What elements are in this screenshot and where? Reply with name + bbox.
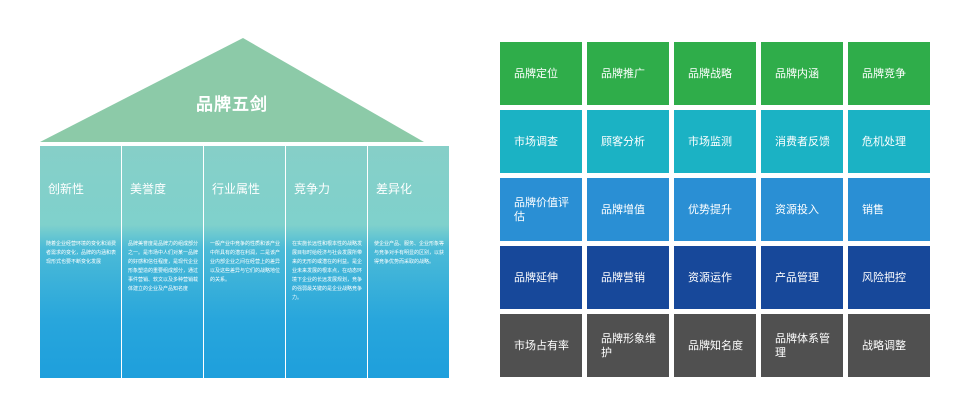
grid-cell: 品牌体系管理 — [761, 314, 843, 377]
grid-cell: 品牌竞争 — [848, 42, 930, 105]
pillar-title: 竞争力 — [294, 182, 331, 196]
grid-cell-label: 市场占有率 — [514, 338, 569, 352]
pillar-title: 美誉度 — [130, 182, 167, 196]
grid-cell-label: 销售 — [862, 202, 884, 216]
grid-cell-label: 品牌形象维护 — [601, 331, 656, 359]
grid-cell-label: 品牌增值 — [601, 202, 645, 216]
grid-cell-label: 优势提升 — [688, 202, 732, 216]
pillar-description: 在实施长远性和根本性的战略发展目标时给经济与社会发展所带来的无形的或潜在的利益。… — [292, 241, 363, 301]
grid-cell-label: 品牌竞争 — [862, 66, 906, 80]
pillar: 美誉度品牌美誉度是品牌力的组成部分之一。是市场中人们对某一品牌的好感和信任程度，… — [122, 146, 203, 378]
grid-cell: 资源运作 — [674, 246, 756, 309]
grid-cell: 品牌形象维护 — [587, 314, 669, 377]
grid-cell: 品牌定位 — [500, 42, 582, 105]
grid-cell: 危机处理 — [848, 110, 930, 173]
grid-cell-label: 品牌体系管理 — [775, 331, 830, 359]
pillar: 差异化使企业产品、服务、企业形象等与竞争对手有明显的区别，以获得竞争优势而采取的… — [368, 146, 449, 378]
grid-cell-label: 危机处理 — [862, 134, 906, 148]
pillar: 竞争力在实施长远性和根本性的战略发展目标时给经济与社会发展所带来的无形的或潜在的… — [286, 146, 367, 378]
grid-cell-label: 风险把控 — [862, 270, 906, 284]
grid-cell-label: 战略调整 — [862, 338, 906, 352]
brand-house-diagram: 品牌五剑 创新性随着企业经营环境的变化和消费者需求的变化，品牌的内涵和表现形式也… — [0, 0, 480, 420]
house-title: 品牌五剑 — [196, 95, 268, 115]
pillar-title: 创新性 — [48, 182, 85, 196]
grid-cell-label: 品牌战略 — [688, 66, 732, 80]
grid-cell-label: 品牌定位 — [514, 66, 558, 80]
grid-cell: 优势提升 — [674, 178, 756, 241]
grid-cell-label: 品牌内涵 — [775, 66, 819, 80]
grid-cell: 品牌内涵 — [761, 42, 843, 105]
grid-cell-label: 市场调查 — [514, 134, 558, 148]
pillar: 行业属性一般产业中竞争的性质和该产业中所具有的潜在利润，二是该产业内部企业之间在… — [204, 146, 285, 378]
grid-cell-label: 资源运作 — [688, 270, 732, 284]
pillar-title: 行业属性 — [212, 182, 261, 196]
pillar-description: 品牌美誉度是品牌力的组成部分之一。是市场中人们对某一品牌的好感和信任程度，是现代… — [128, 241, 199, 292]
grid-cell: 品牌营销 — [587, 246, 669, 309]
pillar-description: 随着企业经营环境的变化和消费者需求的变化，品牌的内涵和表现形式也要不断变化发展 — [46, 241, 117, 265]
pillar: 创新性随着企业经营环境的变化和消费者需求的变化，品牌的内涵和表现形式也要不断变化… — [40, 146, 121, 378]
grid-cell: 资源投入 — [761, 178, 843, 241]
grid-cell: 产品管理 — [761, 246, 843, 309]
grid-cell-label: 品牌营销 — [601, 270, 645, 284]
grid-cell: 消费者反馈 — [761, 110, 843, 173]
grid-cell-label: 市场监测 — [688, 134, 732, 148]
grid-cell: 品牌推广 — [587, 42, 669, 105]
grid-cell: 品牌价值评估 — [500, 178, 582, 241]
grid-cell-label: 品牌延伸 — [514, 270, 558, 284]
grid-cell: 品牌战略 — [674, 42, 756, 105]
grid-cell: 品牌延伸 — [500, 246, 582, 309]
grid-cell-label: 品牌推广 — [601, 66, 645, 80]
grid-cell-label: 品牌价值评估 — [514, 195, 569, 223]
grid-cell: 市场调查 — [500, 110, 582, 173]
grid-cell: 品牌增值 — [587, 178, 669, 241]
grid-cell: 顾客分析 — [587, 110, 669, 173]
pillar-description: 一般产业中竞争的性质和该产业中所具有的潜在利润，二是该产业内部企业之间在经营上的… — [210, 241, 281, 283]
house-roof — [40, 38, 424, 142]
grid-cell: 市场监测 — [674, 110, 756, 173]
grid-cell-label: 顾客分析 — [601, 134, 645, 148]
pillar-title: 差异化 — [376, 182, 413, 196]
pillar-description: 使企业产品、服务、企业形象等与竞争对手有明显的区别，以获得竞争优势而采取的战略。 — [374, 241, 445, 265]
grid-cell-label: 消费者反馈 — [775, 134, 830, 148]
grid-cell: 战略调整 — [848, 314, 930, 377]
grid-cell-label: 品牌知名度 — [688, 338, 743, 352]
grid-cell: 销售 — [848, 178, 930, 241]
grid-cell-label: 资源投入 — [775, 202, 819, 216]
grid-cell: 风险把控 — [848, 246, 930, 309]
grid-cell: 市场占有率 — [500, 314, 582, 377]
grid-cell-label: 产品管理 — [775, 270, 819, 284]
grid-cell: 品牌知名度 — [674, 314, 756, 377]
roof-triangle — [40, 38, 424, 142]
